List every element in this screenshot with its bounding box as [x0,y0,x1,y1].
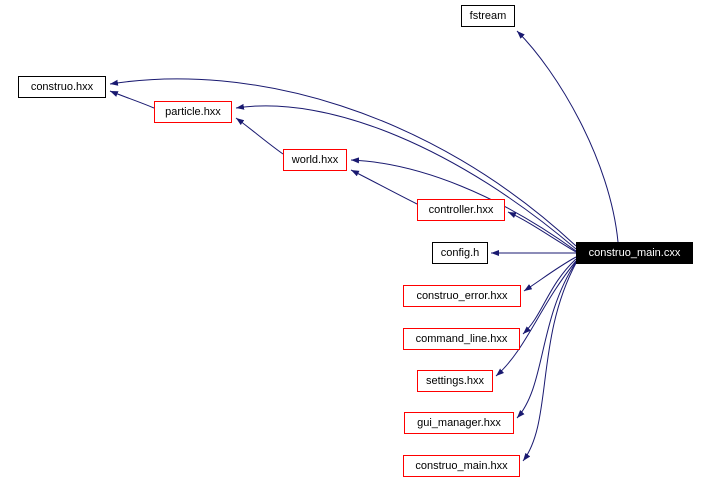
node-particle-hxx[interactable]: particle.hxx [154,101,232,123]
node-gui-manager-hxx[interactable]: gui_manager.hxx [404,412,514,434]
node-controller-hxx[interactable]: controller.hxx [417,199,505,221]
node-world-hxx[interactable]: world.hxx [283,149,347,171]
edge-main-to-construo-main-hxx [522,262,577,462]
edge-main-to-settings-hxx [495,260,577,377]
node-construo-hxx: construo.hxx [18,76,106,98]
node-construo-main-hxx[interactable]: construo_main.hxx [403,455,520,477]
edge-main-to-command-line-hxx [522,258,577,335]
node-command-line-hxx[interactable]: command_line.hxx [403,328,520,350]
node-config-h: config.h [432,242,488,264]
edge-main-to-fstream [516,30,619,243]
edge-main-to-gui-manager-hxx [516,261,577,419]
edge-main-to-controller-hxx [507,211,577,253]
edge-main-to-particle-hxx [235,103,577,250]
node-fstream: fstream [461,5,515,27]
node-construo-error-hxx[interactable]: construo_error.hxx [403,285,521,307]
edge-world-to-particle [235,117,284,155]
edge-particle-to-construo [109,90,155,109]
edge-main-to-construo-hxx [109,78,577,247]
node-settings-hxx[interactable]: settings.hxx [417,370,493,392]
edge-controller-to-world [350,169,418,205]
edge-main-to-world-hxx [350,157,577,252]
edge-main-to-construo-error-hxx [523,256,577,292]
node-construo-main-cxx: construo_main.cxx [576,242,693,264]
